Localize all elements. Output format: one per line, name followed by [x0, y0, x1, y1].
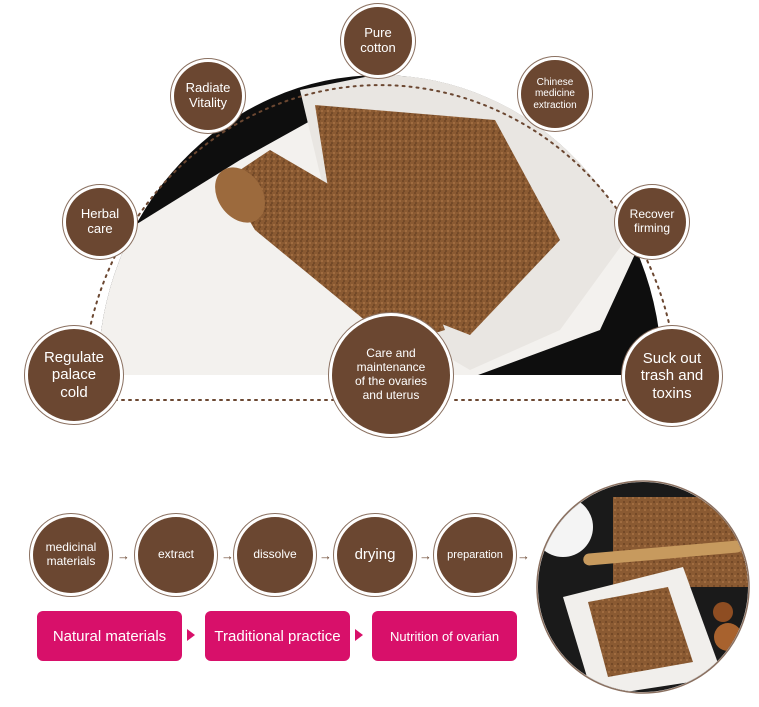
step-drying: drying: [337, 517, 413, 593]
badge-recover-firming: Recover firming: [618, 188, 686, 256]
step-label: dissolve: [253, 547, 297, 562]
step-extract: extract: [138, 517, 214, 593]
step-preparation: preparation: [437, 517, 513, 593]
product-photo: [536, 480, 750, 694]
step-label: drying: [354, 546, 396, 564]
arrow-icon: →: [117, 548, 130, 563]
badge-suck-out-toxins: Suck out trash and toxins: [625, 329, 719, 423]
badge-herbal-care-label: Herbal care: [80, 206, 120, 236]
step-dissolve: dissolve: [237, 517, 313, 593]
pill-label: Nutrition of ovarian: [389, 628, 500, 644]
badge-chinese-medicine-label: Chinese medicine extraction: [533, 76, 577, 111]
badge-suck-out-toxins-label: Suck out trash and toxins: [640, 350, 704, 402]
badge-regulate-palace-cold: Regulate palace cold: [28, 329, 120, 421]
badge-care-maintenance: Care and maintenance of the ovaries and …: [332, 316, 450, 434]
badge-herbal-care: Herbal care: [66, 188, 134, 256]
pill-label: Natural materials: [52, 627, 167, 645]
triangle-arrow-icon: [355, 629, 363, 641]
arrow-icon: →: [517, 548, 530, 563]
triangle-arrow-icon: [187, 629, 195, 641]
badge-pure-cotton: Pure cotton: [344, 7, 412, 75]
step-label: extract: [157, 547, 194, 562]
badge-radiate-vitality: Radiate Vitality: [174, 62, 242, 130]
badge-radiate-vitality-label: Radiate Vitality: [185, 80, 231, 110]
arrow-icon: →: [221, 548, 234, 563]
step-medicinal-materials: medicinal materials: [33, 517, 109, 593]
pill-traditional-practice: Traditional practice: [205, 611, 350, 661]
pill-natural-materials: Natural materials: [37, 611, 182, 661]
badge-care-maintenance-label: Care and maintenance of the ovaries and …: [354, 346, 428, 402]
badge-recover-firming-label: Recover firming: [629, 207, 675, 235]
step-label: medicinal materials: [45, 540, 97, 568]
arrow-icon: →: [419, 548, 432, 563]
badge-chinese-medicine: Chinese medicine extraction: [521, 60, 589, 128]
pill-nutrition-of-ovarian: Nutrition of ovarian: [372, 611, 517, 661]
step-label: preparation: [447, 548, 503, 561]
arrow-icon: →: [319, 548, 332, 563]
badge-pure-cotton-label: Pure cotton: [360, 25, 396, 55]
badge-regulate-palace-cold-label: Regulate palace cold: [43, 349, 105, 401]
pill-label: Traditional practice: [214, 627, 341, 645]
